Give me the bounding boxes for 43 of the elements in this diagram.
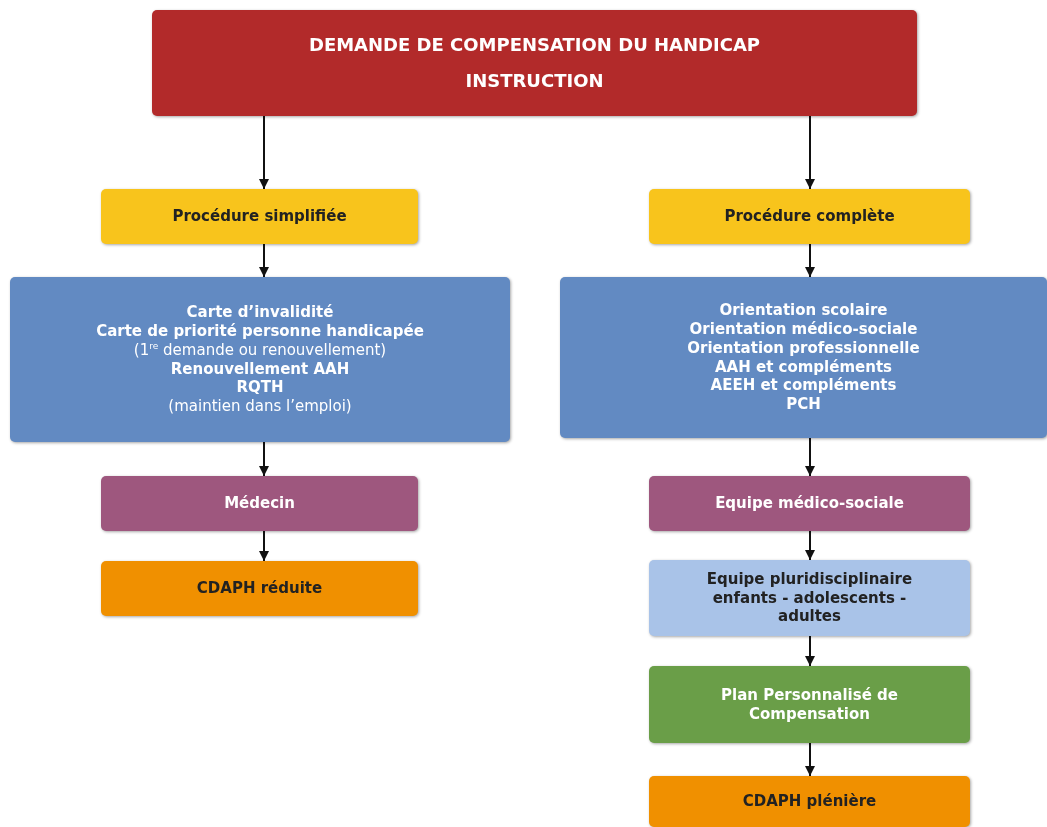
- arrow: [259, 243, 269, 278]
- arrow: [259, 530, 269, 562]
- arrow: [259, 115, 269, 190]
- node-text: INSTRUCTION: [465, 69, 604, 93]
- process-box: [101, 476, 418, 531]
- procedure-box: [649, 189, 970, 244]
- node-text: Orientation scolaire: [719, 301, 888, 320]
- node-text: Procédure simplifiée: [172, 207, 347, 226]
- node-text: RQTH: [236, 378, 284, 397]
- node-text: CDAPH plénière: [742, 792, 877, 811]
- process-box: [649, 476, 970, 531]
- process-box: [649, 560, 970, 636]
- arrow: [805, 742, 815, 777]
- process-box: [649, 666, 970, 743]
- node-text: DEMANDE DE COMPENSATION DU HANDICAP: [308, 33, 761, 57]
- outcome-box: [649, 776, 970, 827]
- arrow: [805, 115, 815, 190]
- node-text: Renouvellement AAH: [170, 359, 350, 379]
- node-text: Carte d’invalidité: [186, 303, 334, 322]
- node-text: PCH: [786, 395, 821, 414]
- arrow: [805, 243, 815, 278]
- node-text: Carte de priorité personne handicapée: [96, 322, 424, 341]
- node-text: Equipe médico-sociale: [715, 494, 904, 513]
- node-text: Orientation professionnelle: [687, 338, 920, 358]
- node-text: Orientation médico-sociale: [689, 320, 918, 339]
- info-box: [10, 277, 510, 442]
- node-text: (1$^{re}$ demande ou renouvellement): [133, 340, 387, 360]
- arrow: [805, 437, 815, 477]
- arrow: [259, 441, 269, 477]
- node-text: Plan Personnalisé de Compensation: [720, 685, 899, 724]
- arrow: [805, 530, 815, 561]
- procedure-box: [101, 189, 418, 244]
- node-text: Procédure complète: [724, 207, 895, 226]
- node-text: AEEH et compléments: [710, 376, 897, 395]
- node-text: Equipe pluridisciplinaire enfants - adolescents - adultes: [705, 569, 914, 627]
- arrow: [805, 635, 815, 667]
- node-text: (maintien dans l’emploi): [168, 397, 352, 416]
- node-text: CDAPH réduite: [196, 579, 323, 598]
- outcome-box: [101, 561, 418, 616]
- node-text: AAH et compléments: [715, 357, 892, 377]
- header-box: [152, 10, 917, 116]
- node-text: Médecin: [224, 494, 295, 513]
- info-box: [560, 277, 1047, 438]
